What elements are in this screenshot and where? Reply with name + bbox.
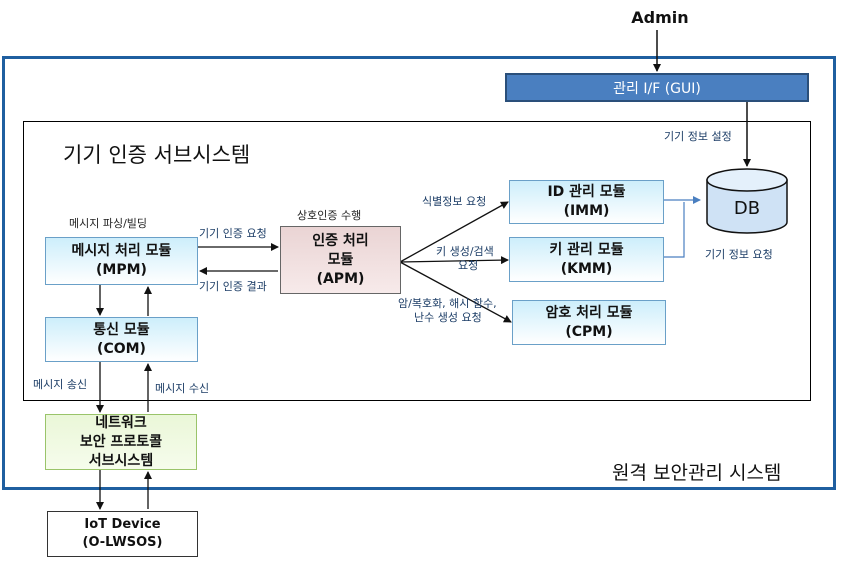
id-request-label: 식별정보 요청 <box>422 195 487 208</box>
mutual-auth-label: 상호인증 수행 <box>297 209 362 222</box>
network-security-protocol-subsystem[interactable]: 네트워크 보안 프로토콜 서브시스템 <box>45 414 197 470</box>
cpm-module[interactable]: 암호 처리 모듈 (CPM) <box>512 300 666 345</box>
network-name-3: 서브시스템 <box>88 452 154 469</box>
device-info-set-label: 기기 정보 설정 <box>664 130 732 143</box>
imm-name: ID 관리 모듈 <box>547 184 626 200</box>
apm-to-cpm-arrow <box>399 261 512 323</box>
apm-module[interactable]: 인증 처리 모듈 (APM) <box>280 226 401 294</box>
outer-system-title: 원격 보안관리 시스템 <box>612 462 782 484</box>
msg-recv-label: 메시지 수신 <box>155 382 210 395</box>
crypto-request-label-2: 난수 생성 요청 <box>414 311 482 324</box>
apm-to-imm-arrow <box>399 201 509 263</box>
kmm-to-db-line <box>664 202 685 258</box>
com-name: 통신 모듈 <box>93 321 150 338</box>
apm-to-kmm-arrow <box>399 256 509 265</box>
imm-module[interactable]: ID 관리 모듈 (IMM) <box>509 180 664 224</box>
imm-code: (IMM) <box>563 203 610 219</box>
cpm-code: (CPM) <box>565 323 613 340</box>
crypto-request-label-1: 암/복호화, 해시 함수, <box>398 297 497 310</box>
subsystem-title: 기기 인증 서브시스템 <box>63 143 251 167</box>
apm-name-2: 모듈 <box>327 251 354 268</box>
gui-interface[interactable]: 관리 I/F (GUI) <box>505 73 809 102</box>
admin-label: Admin <box>631 8 689 27</box>
device-info-request-label: 기기 정보 요청 <box>705 248 773 261</box>
kmm-name: 키 관리 모듈 <box>549 241 624 258</box>
iot-device[interactable]: IoT Device (O-LWSOS) <box>47 511 198 557</box>
com-code: (COM) <box>97 340 146 357</box>
auth-request-label: 기기 인증 요청 <box>199 227 267 240</box>
remote-security-management-system <box>2 56 836 490</box>
kmm-module[interactable]: 키 관리 모듈 (KMM) <box>509 237 664 282</box>
apm-code: (APM) <box>316 270 365 287</box>
apm-name: 인증 처리 <box>312 232 369 249</box>
com-module[interactable]: 통신 모듈 (COM) <box>45 317 198 362</box>
key-request-label-2: 요청 <box>458 259 479 272</box>
db-label: DB <box>733 198 761 219</box>
auth-result-label: 기기 인증 결과 <box>199 280 267 293</box>
gui-label: 관리 I/F (GUI) <box>613 80 701 97</box>
iot-name: IoT Device <box>84 517 161 532</box>
db-cylinder <box>706 168 788 234</box>
mpm-code: (MPM) <box>96 262 147 278</box>
key-request-label-1: 키 생성/검색 <box>436 245 494 258</box>
device-auth-subsystem <box>23 121 811 401</box>
network-name-2: 보안 프로토콜 <box>79 433 163 450</box>
kmm-code: (KMM) <box>560 260 613 277</box>
mpm-module[interactable]: 메시지 처리 모듈 (MPM) <box>45 237 198 285</box>
network-name-1: 네트워크 <box>95 414 147 431</box>
parsing-label: 메시지 파싱/빌딩 <box>69 217 148 230</box>
mpm-name: 메시지 처리 모듈 <box>71 243 172 259</box>
msg-send-label: 메시지 송신 <box>33 378 88 391</box>
iot-os: (O-LWSOS) <box>82 535 163 550</box>
cpm-name: 암호 처리 모듈 <box>545 304 633 321</box>
